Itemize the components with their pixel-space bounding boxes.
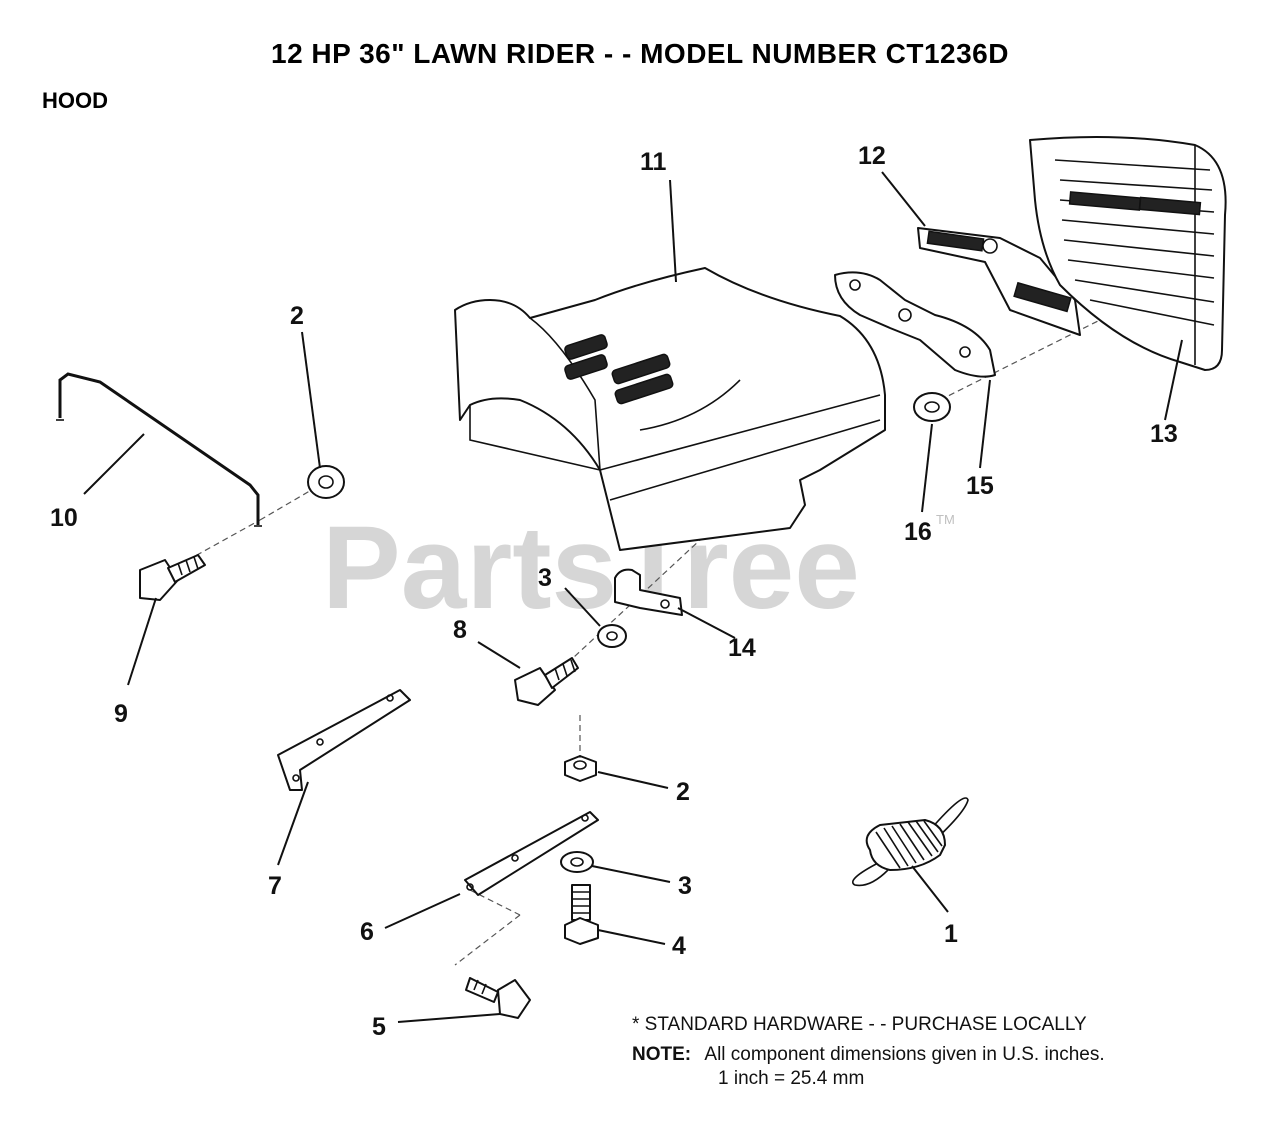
nut-part-2-upper — [307, 465, 345, 499]
standard-hardware-note: * STANDARD HARDWARE - - PURCHASE LOCALLY — [632, 1014, 1087, 1035]
callout-16: 16 — [904, 518, 932, 546]
watermark-trademark: TM — [936, 512, 955, 527]
leader-line — [384, 893, 461, 929]
axis-line — [169, 519, 261, 571]
callout-3-upper: 3 — [538, 564, 552, 592]
bracket-part-7 — [277, 689, 411, 791]
washer-part-3-upper — [597, 624, 627, 648]
section-label: HOOD — [42, 88, 108, 113]
callout-10: 10 — [50, 504, 78, 532]
note-text: All component dimensions given in U.S. i… — [704, 1044, 1105, 1065]
axis-line — [259, 484, 321, 521]
leader-line — [669, 179, 677, 283]
callout-2-lower: 2 — [676, 778, 690, 806]
axis-line — [939, 299, 1141, 401]
leader-line — [591, 865, 671, 883]
spring-part-1 — [852, 797, 969, 887]
leader-line — [397, 1013, 501, 1023]
nut-part-16 — [913, 392, 951, 422]
grille-part-13 — [1029, 135, 1227, 371]
callout-2-upper: 2 — [290, 302, 304, 330]
callout-4: 4 — [672, 932, 686, 960]
bracket-part-12 — [917, 227, 1081, 336]
conversion-note: 1 inch = 25.4 mm — [718, 1068, 865, 1089]
leader-line — [597, 771, 669, 789]
leader-line — [301, 331, 321, 469]
callout-15: 15 — [966, 472, 994, 500]
callout-13: 13 — [1150, 420, 1178, 448]
rod-part-10 — [56, 372, 262, 527]
leader-line — [677, 607, 736, 639]
note-label: NOTE: — [632, 1044, 692, 1065]
leader-line — [881, 171, 926, 227]
callout-11: 11 — [640, 148, 667, 176]
callout-6: 6 — [360, 918, 374, 946]
leader-line — [911, 865, 949, 913]
washer-part-3-lower — [560, 851, 594, 873]
bracket-part-14 — [614, 568, 683, 616]
bolt-part-8 — [514, 657, 579, 706]
bolt-part-9 — [139, 554, 206, 601]
callout-9: 9 — [114, 700, 128, 728]
leader-line — [921, 423, 933, 513]
leader-line — [1164, 339, 1183, 421]
callout-1: 1 — [944, 920, 958, 948]
leader-line — [83, 433, 145, 495]
page-title: 12 HP 36" LAWN RIDER - - MODEL NUMBER CT… — [271, 38, 1009, 69]
bolt-part-4 — [564, 884, 599, 945]
callout-8: 8 — [453, 616, 467, 644]
leader-line — [277, 781, 309, 866]
callout-3-lower: 3 — [678, 872, 692, 900]
leader-line — [564, 587, 601, 627]
callout-12: 12 — [858, 142, 886, 170]
callout-7: 7 — [268, 872, 282, 900]
link-part-6 — [464, 811, 599, 896]
callout-5: 5 — [372, 1013, 386, 1041]
leader-line — [127, 597, 157, 686]
bolt-part-5 — [465, 977, 531, 1019]
nut-part-2-lower — [564, 755, 597, 782]
dimension-note: NOTE: All component dimensions given in … — [632, 1044, 1105, 1066]
axis-line — [454, 914, 521, 966]
hood-part-11 — [454, 267, 886, 551]
leader-line — [477, 641, 521, 669]
leader-line — [979, 379, 991, 469]
bracket-part-15 — [834, 271, 996, 378]
leader-line — [597, 929, 666, 945]
callout-14: 14 — [728, 634, 756, 662]
